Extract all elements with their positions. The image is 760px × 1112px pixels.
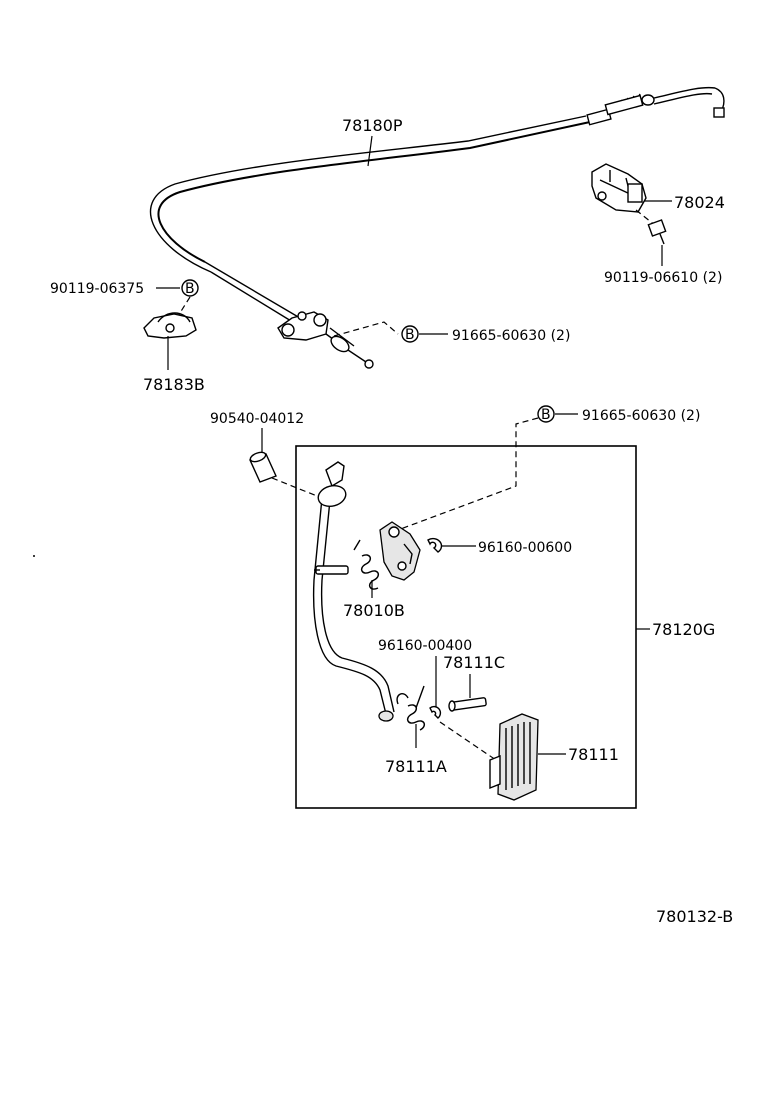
cable-clamp[interactable]: 90119-06375 B 78183B [50,279,205,394]
right-bolt-part-number: 90119-06610 (2) [604,270,722,286]
b-marker-left: B [185,281,195,297]
pedal-bolt[interactable]: B 91665-60630 (2) [397,405,700,531]
left-bolt-part-number: 90119-06375 [50,281,144,297]
upper-spring-part-number: 78010B [343,601,405,620]
assembly-frame [295,445,637,809]
assembly-part-number: 78120G [652,620,715,639]
lower-spring-part-number: 78111A [385,757,447,776]
b-marker-pedal: B [541,407,551,423]
stray-mark [33,555,35,557]
lower-clip-part-number: 96160-00400 [378,638,472,654]
bracket-part-number: 78024 [674,193,725,212]
cable-bracket[interactable]: 78024 90119-06610 (2) [591,163,725,286]
bushing[interactable]: 90540-04012 [210,411,323,499]
cable-bolt-part-number: 91665-60630 (2) [452,328,570,344]
pad-part-number: 78111 [568,745,619,764]
drawing-number: 780132-B [656,907,733,926]
cable-bolt[interactable]: B 91665-60630 (2) [333,321,570,344]
pin-part-number: 78111C [443,653,505,672]
pedal-assembly[interactable]: 78120G 96160-00600 78010B 96160-00400 78… [295,445,715,809]
b-marker-cable: B [405,327,415,343]
clamp-part-number: 78183B [143,375,205,394]
accelerator-cable[interactable]: 78180P [149,86,725,369]
bushing-part-number: 90540-04012 [210,411,304,427]
cable-part-number: 78180P [342,116,403,135]
pedal-bolt-part-number: 91665-60630 (2) [582,408,700,424]
upper-clip-part-number: 96160-00600 [478,540,572,556]
